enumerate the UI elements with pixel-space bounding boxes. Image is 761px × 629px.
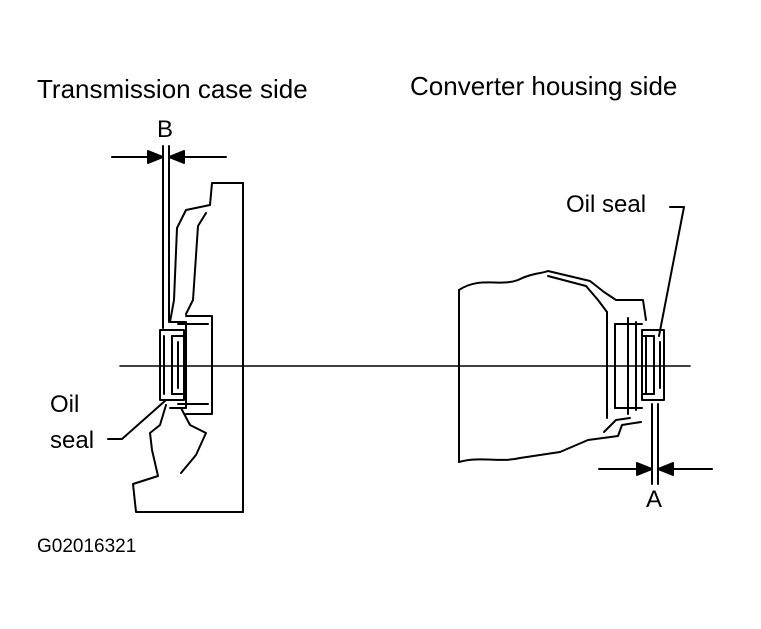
heading-converter-housing-side: Converter housing side bbox=[410, 71, 678, 101]
heading-transmission-case-side: Transmission case side bbox=[37, 74, 308, 104]
oil-seal-left bbox=[159, 329, 185, 401]
figure-code: G02016321 bbox=[37, 536, 137, 557]
transmission-case-section bbox=[132, 182, 244, 513]
label-oil-seal-right: Oil seal bbox=[566, 191, 647, 218]
oil-seal-left-leader bbox=[107, 399, 167, 440]
label-oil-seal-left-line2: seal bbox=[50, 427, 95, 454]
label-oil-seal-left-line1: Oil bbox=[50, 391, 80, 418]
label-dimension-b: B bbox=[157, 116, 174, 143]
dimension-b-callout bbox=[111, 145, 227, 329]
oil-seal-right bbox=[641, 329, 665, 401]
oil-seal-right-leader bbox=[658, 206, 685, 337]
dimension-a-callout bbox=[598, 403, 713, 485]
label-dimension-a: A bbox=[646, 486, 663, 513]
